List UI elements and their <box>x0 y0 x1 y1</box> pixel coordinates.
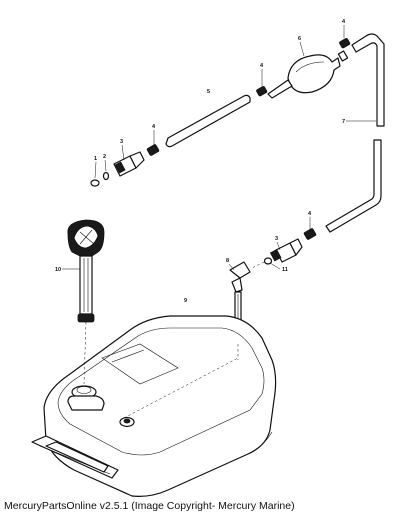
callout-3-lower: 3 <box>275 236 278 242</box>
fuel-hose-upper <box>351 33 385 127</box>
fuel-connector-lower <box>269 238 303 263</box>
callout-1: 1 <box>94 156 97 162</box>
callout-4-top: 4 <box>342 19 346 25</box>
callout-9: 9 <box>184 298 187 304</box>
fuel-gauge-cap <box>67 219 105 323</box>
callout-4-lower: 4 <box>308 211 312 217</box>
callout-10: 10 <box>55 267 61 273</box>
hose-clamp-upper-left <box>146 144 160 156</box>
image-copyright-caption: MercuryPartsOnline v2.5.1 (Image Copyrig… <box>4 500 295 512</box>
callout-6: 6 <box>298 36 301 42</box>
fuel-hose-middle <box>165 94 251 148</box>
fuel-hose-lower <box>325 139 382 233</box>
callout-8: 8 <box>226 258 229 264</box>
callout-3-upper: 3 <box>120 139 123 145</box>
hose-clamp-top <box>339 38 351 49</box>
callout-5: 5 <box>207 89 210 95</box>
o-ring <box>90 179 100 187</box>
hose-clamp-lower <box>303 228 317 240</box>
callout-4-upper-left: 4 <box>152 124 156 130</box>
callout-4-mid: 4 <box>260 63 264 69</box>
callout-11: 11 <box>282 267 288 273</box>
o-ring-lower <box>263 257 273 265</box>
hose-clamp-mid <box>256 86 268 97</box>
fuel-tank <box>31 315 277 497</box>
fuel-connector-upper <box>113 151 145 177</box>
callout-7: 7 <box>342 119 345 125</box>
callout-2: 2 <box>103 154 106 160</box>
seal-washer <box>102 171 110 181</box>
primer-bulb <box>267 50 349 99</box>
